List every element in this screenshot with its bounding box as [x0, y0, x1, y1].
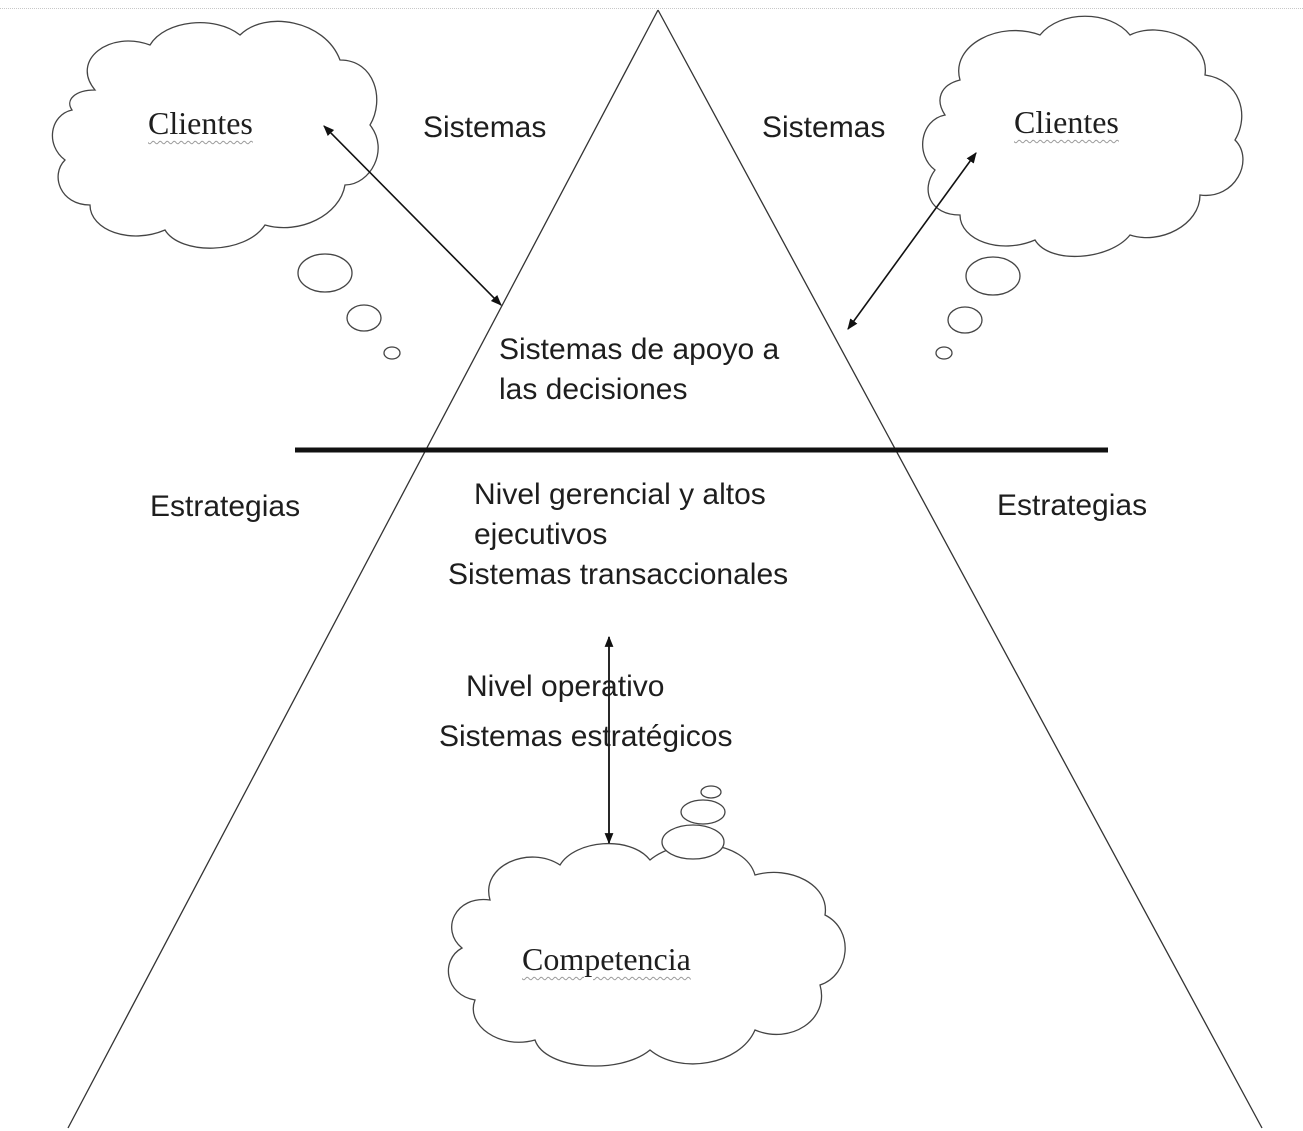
pyramid-left-side [67, 9, 659, 1129]
base-line-2: Sistemas estratégicos [439, 720, 733, 753]
bottom-thought-bubble-small [700, 785, 722, 799]
left-thought-bubble-large [297, 253, 353, 293]
bottom-cloud-label: Competencia [522, 941, 691, 977]
left-thought-bubble-small [383, 346, 401, 360]
right-thought-bubble-medium [947, 306, 983, 334]
bottom-thought-bubble-medium [680, 799, 726, 825]
pyramid-right-side [657, 9, 1263, 1129]
base-line-1: Nivel operativo [466, 670, 665, 703]
apex-line-2: las decisiones [499, 373, 688, 406]
left-clients-arrow [323, 125, 502, 306]
middle-line-1: Nivel gerencial y altos [474, 478, 766, 511]
left-strategies-label: Estrategias [150, 490, 301, 523]
bottom-cloud-icon [447, 842, 846, 1067]
apex-line-1: Sistemas de apoyo a [499, 333, 780, 366]
middle-line-3: Sistemas transaccionales [448, 558, 789, 591]
bottom-thought-bubble-large [661, 824, 725, 860]
middle-line-2: ejecutivos [474, 518, 608, 551]
top-left-systems-label: Sistemas [423, 111, 547, 144]
middle-level-label: Nivel gerencial y altos ejecutivos [474, 475, 766, 555]
right-strategies-label: Estrategias [997, 489, 1148, 522]
right-thought-bubble-small [935, 346, 953, 360]
right-cloud-label: Clientes [1014, 104, 1119, 140]
left-cloud-label: Clientes [148, 105, 253, 141]
right-clients-arrow [847, 152, 977, 330]
top-right-systems-label: Sistemas [762, 111, 886, 144]
apex-level-label: Sistemas de apoyo a las decisiones [499, 330, 779, 410]
left-thought-bubble-medium [346, 304, 382, 332]
top-rule [0, 8, 1303, 9]
right-thought-bubble-large [965, 256, 1021, 296]
